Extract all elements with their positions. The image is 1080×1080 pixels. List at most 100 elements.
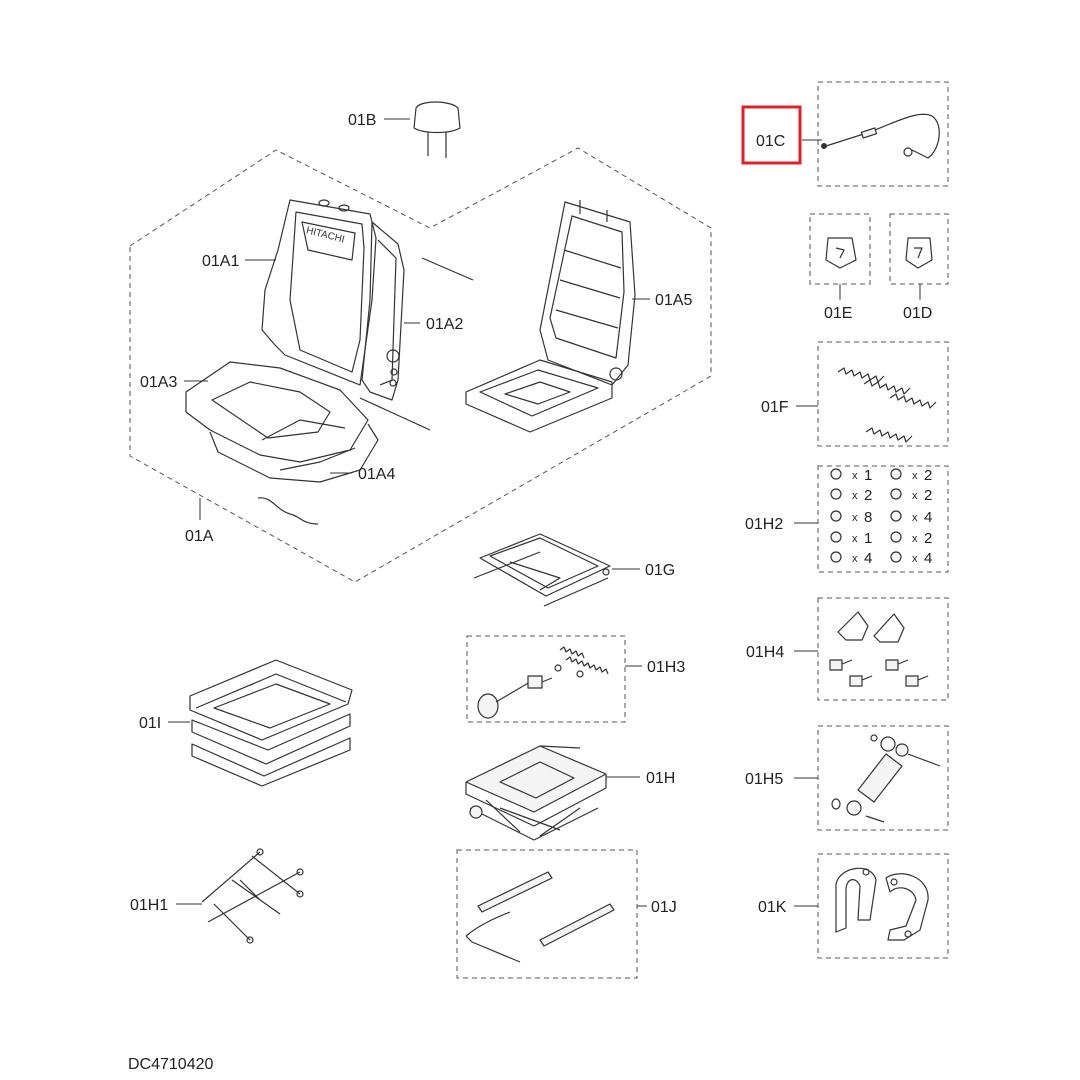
seat-assembly-boundary — [129, 147, 712, 583]
hardware-kit-qty-prefix: x — [852, 533, 858, 545]
label-01g: 01G — [645, 562, 675, 579]
hardware-kit-qty-prefix: x — [912, 512, 918, 524]
seat-brand-text: HITACHI — [305, 225, 346, 245]
label-01a1: 01A1 — [202, 253, 239, 270]
label-01a5: 01A5 — [655, 292, 692, 309]
hardware-kit-qty: 2 — [924, 467, 932, 484]
hardware-kit-qty-prefix: x — [912, 490, 918, 502]
shock-absorber-part[interactable] — [831, 734, 941, 823]
label-01a: 01A — [185, 528, 214, 545]
hardware-kit-qty-prefix: x — [852, 490, 858, 502]
bolt-icon — [890, 488, 902, 500]
hardware-kit-qty-prefix: x — [912, 553, 918, 565]
hardware-kit-qty: 4 — [924, 509, 932, 526]
label-01a2: 01A2 — [426, 316, 463, 333]
label-01i: 01I — [139, 715, 161, 732]
label-01h4: 01H4 — [746, 644, 784, 661]
label-01h1: 01H1 — [130, 897, 168, 914]
springs-part[interactable] — [837, 367, 937, 443]
hardware-kit-qty: 8 — [864, 509, 872, 526]
scissor-linkage[interactable] — [201, 848, 304, 944]
bracket-part[interactable] — [835, 867, 929, 941]
label-01a3: 01A3 — [140, 374, 177, 391]
rail-set-box — [456, 849, 638, 979]
shock-absorber-box — [817, 725, 949, 831]
trim-strip-upper — [421, 257, 474, 281]
cable-part[interactable] — [821, 113, 940, 159]
hardware-kit-qty: 1 — [864, 467, 872, 484]
label-01h5: 01H5 — [745, 771, 783, 788]
backrest-cushion[interactable]: HITACHI — [261, 199, 377, 386]
hardware-kit-qty: 4 — [864, 550, 872, 567]
hardware-kit-qty: 4 — [924, 550, 932, 567]
cushion-wire — [257, 497, 319, 525]
hardware-kit-qty: 2 — [864, 487, 872, 504]
pin-icon — [830, 531, 842, 543]
hardware-kit-qty: 2 — [924, 530, 932, 547]
adjuster-kit-part[interactable] — [477, 646, 609, 719]
bumper-kit-part[interactable] — [829, 611, 929, 687]
label-01h: 01H — [646, 770, 675, 787]
seat-cushion-base[interactable] — [209, 423, 379, 483]
label-01j: 01J — [651, 899, 677, 916]
ball-icon — [890, 531, 902, 543]
label-01h2: 01H2 — [745, 516, 783, 533]
seat-frame[interactable] — [465, 200, 636, 433]
trim-strip-lower — [359, 397, 431, 431]
hardware-kit-qty: 1 — [864, 530, 872, 547]
adjuster-kit-box — [466, 635, 626, 723]
bumper-kit-box — [817, 597, 949, 701]
bushing-icon — [830, 488, 842, 500]
highlight-box — [741, 105, 802, 165]
nut-icon — [830, 551, 842, 563]
switch-cover-e-box — [809, 213, 871, 285]
suspension-unit[interactable] — [465, 745, 607, 841]
leader-lines — [168, 118, 921, 907]
hardware-kit-qty-prefix: x — [852, 553, 858, 565]
rail-set-part[interactable] — [465, 871, 615, 963]
label-01a4: 01A4 — [358, 466, 395, 483]
label-01k: 01K — [758, 899, 787, 916]
ring-icon — [830, 468, 842, 480]
cable-box — [817, 81, 949, 187]
hardware-kit-qty: 2 — [924, 487, 932, 504]
headrest[interactable] — [413, 101, 461, 158]
label-01b: 01B — [348, 112, 376, 129]
bracket-box — [817, 853, 949, 959]
hardware-kit-qty-prefix: x — [852, 512, 858, 524]
label-01d: 01D — [903, 305, 932, 322]
seat-assembly-group: HITACHI — [129, 147, 712, 583]
label-01e: 01E — [824, 305, 852, 322]
hardware-kit-box — [817, 465, 949, 573]
switch-cover-d[interactable] — [905, 237, 933, 269]
label-01f: 01F — [761, 399, 789, 416]
springs-box — [817, 341, 949, 447]
slide-rail-assembly[interactable] — [473, 533, 611, 607]
rod-icon — [890, 551, 902, 563]
hardware-kit-qty-prefix: x — [852, 470, 858, 482]
clip-icon — [830, 510, 842, 522]
hardware-kit-qty-prefix: x — [912, 533, 918, 545]
label-01c: 01C — [756, 133, 785, 150]
cap-icon — [890, 510, 902, 522]
switch-cover-e[interactable] — [825, 237, 857, 269]
hardware-kit-qty-prefix: x — [912, 470, 918, 482]
drawing-code: DC4710420 — [128, 1056, 214, 1073]
backrest-back-cover[interactable] — [361, 221, 405, 401]
suspension-bellows[interactable] — [189, 659, 353, 787]
spring-icon — [890, 468, 902, 480]
switch-cover-d-box — [889, 213, 949, 285]
label-01h3: 01H3 — [647, 659, 685, 676]
